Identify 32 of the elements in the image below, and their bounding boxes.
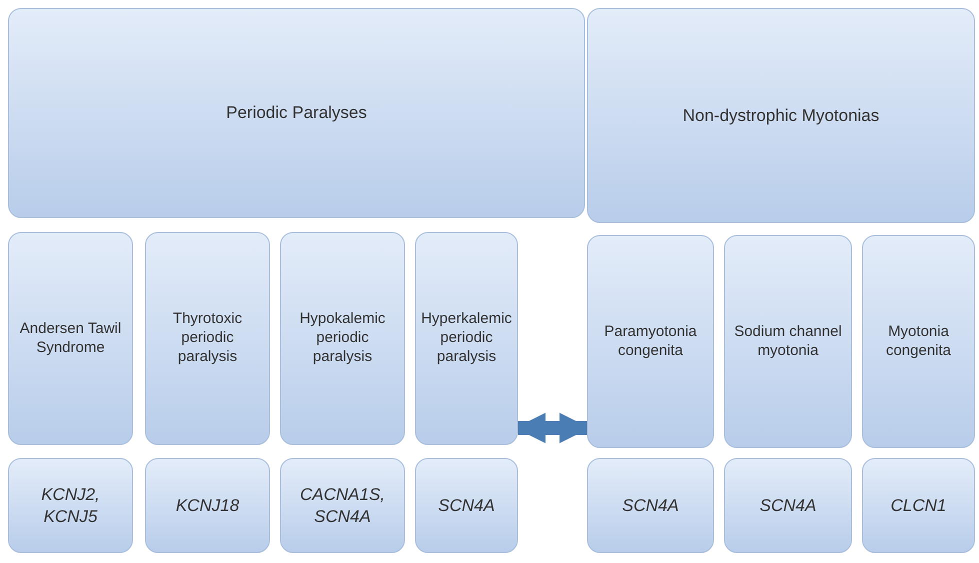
disease-box — [587, 235, 714, 448]
disease-box — [145, 232, 270, 445]
gene-box — [8, 458, 133, 553]
disease-name: Hyperkalemic periodic paralysis — [420, 310, 513, 367]
gene-name: CLCN1 — [890, 494, 946, 516]
disease-box — [415, 232, 518, 445]
gene-box — [415, 458, 518, 553]
gene-box — [280, 458, 405, 553]
gene-name: CACNA1S, SCN4A — [298, 484, 386, 527]
gene-name: KCNJ2, KCNJ5 — [40, 484, 101, 527]
disease-name: Myotonia congenita — [884, 322, 952, 360]
disease-box — [724, 235, 852, 448]
gene-box — [724, 458, 852, 553]
category-box — [8, 8, 585, 218]
category-title: Periodic Paralyses — [226, 102, 367, 124]
category-title: Non-dystrophic Myotonias — [682, 104, 880, 126]
gene-box — [145, 458, 270, 553]
category-box — [587, 8, 975, 223]
disease-name: Thyrotoxic periodic paralysis — [172, 310, 244, 367]
disease-box — [8, 232, 133, 445]
gene-box — [862, 458, 975, 553]
gene-name: KCNJ18 — [176, 494, 240, 516]
disease-name: Andersen Tawil Syndrome — [18, 320, 122, 358]
disease-box — [862, 235, 975, 448]
disease-name: Paramyotonia congenita — [603, 322, 698, 360]
disease-box — [280, 232, 405, 445]
gene-box — [587, 458, 714, 553]
disease-name: Hypokalemic periodic paralysis — [298, 310, 386, 367]
gene-name: SCN4A — [760, 494, 816, 516]
gene-name: SCN4A — [622, 494, 679, 516]
disease-name: Sodium channel myotonia — [733, 322, 843, 360]
gene-name: SCN4A — [438, 494, 495, 516]
